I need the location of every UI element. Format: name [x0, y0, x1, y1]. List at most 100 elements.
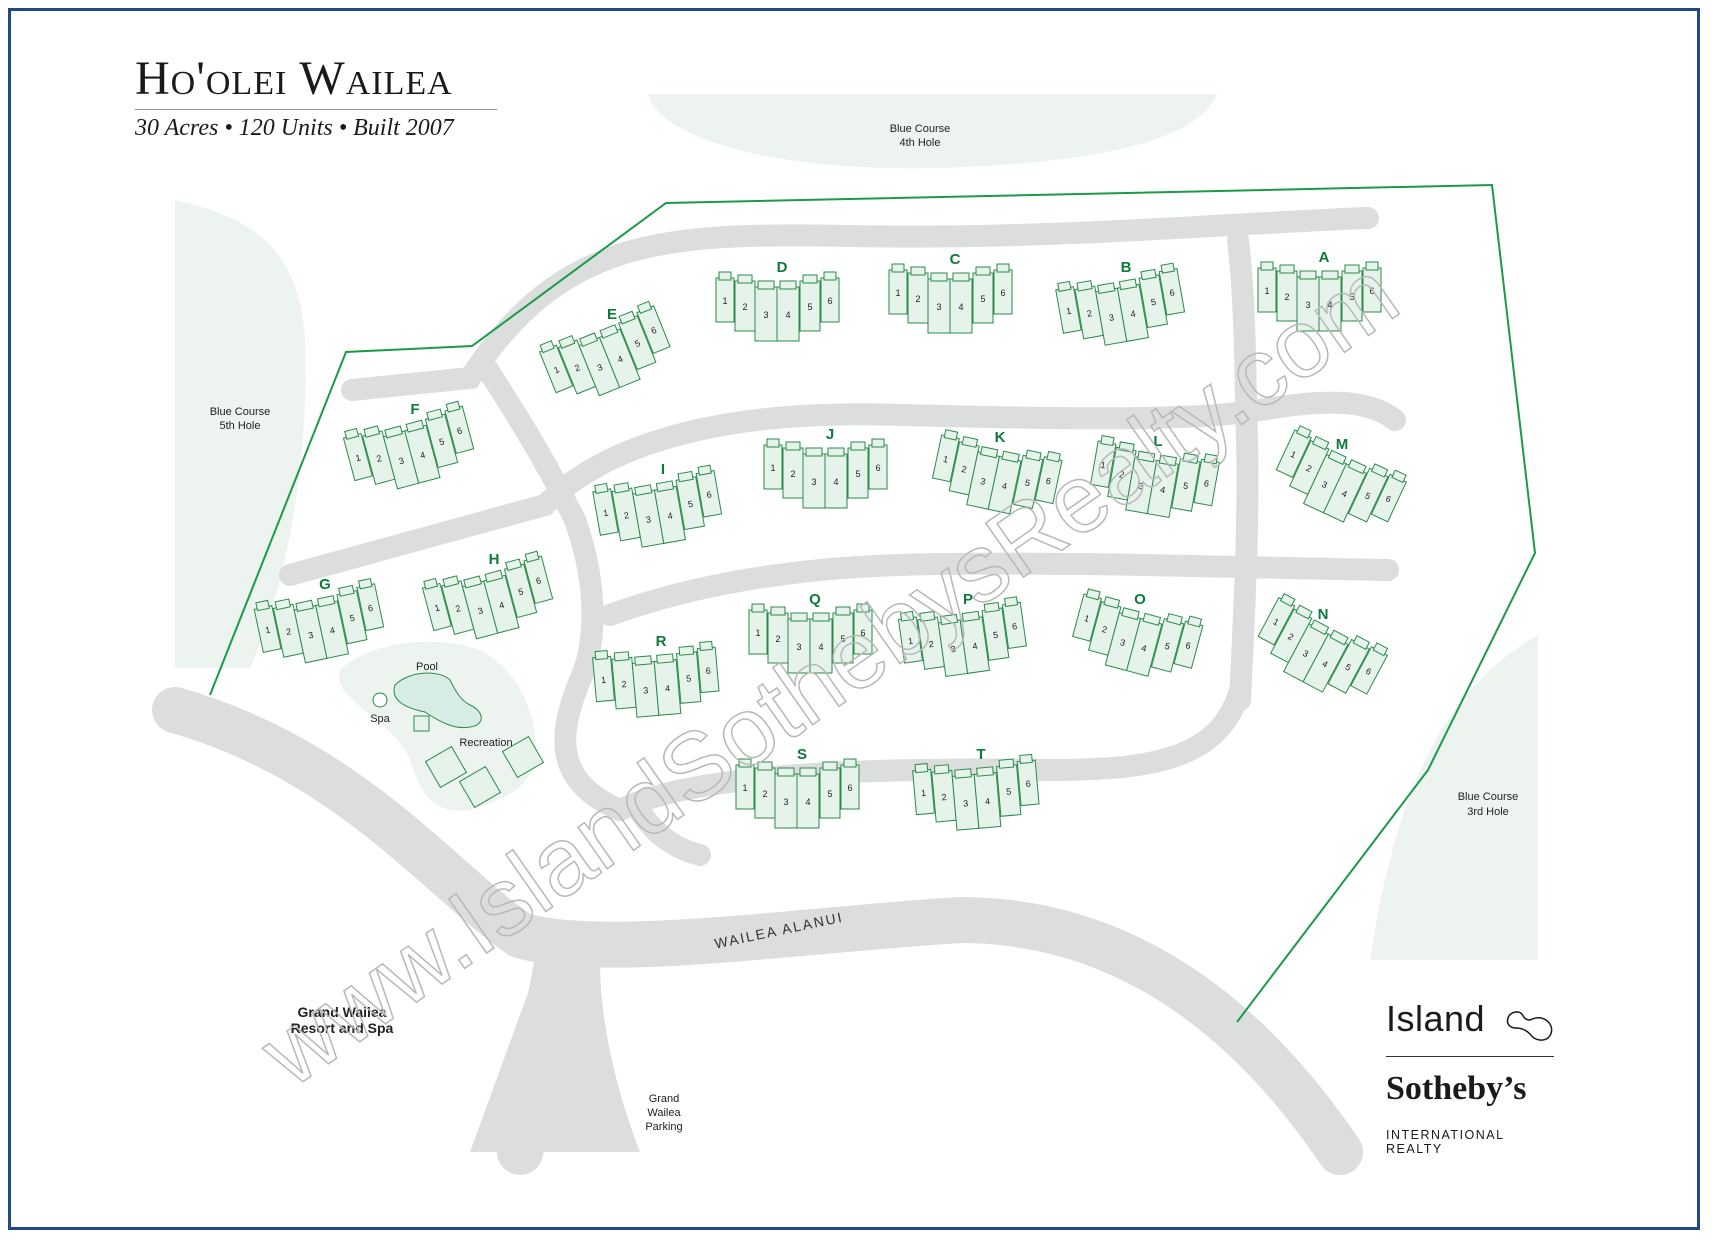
- unit-number: 3: [796, 642, 801, 652]
- unit-number: 4: [958, 302, 963, 312]
- unit-roof: [636, 300, 653, 314]
- unit-roof: [1019, 753, 1033, 764]
- label-blue5-line2: 5th Hole: [220, 420, 261, 432]
- rec-building-2: [458, 765, 502, 809]
- unit-roof: [799, 767, 817, 777]
- unit-number: 5: [840, 634, 845, 644]
- unit-roof: [766, 438, 780, 448]
- unit-number: 6: [1011, 621, 1017, 632]
- unit-roof: [1142, 612, 1162, 626]
- unit-number: 3: [645, 514, 652, 525]
- unit-number: 1: [1100, 460, 1107, 471]
- page-title: Ho'olei Wailea: [135, 52, 453, 105]
- unit-roof: [779, 280, 797, 290]
- unit-roof: [699, 640, 713, 651]
- unit-number: 3: [783, 797, 788, 807]
- unit-roof: [954, 768, 972, 779]
- unit-number: 2: [1284, 292, 1289, 302]
- unit-roof: [1057, 280, 1072, 292]
- unit-roof: [505, 558, 522, 572]
- unit-number: 1: [264, 625, 271, 636]
- unit-number: 1: [1264, 286, 1269, 296]
- unit-number: 4: [665, 683, 671, 693]
- unit-number: 2: [1086, 308, 1093, 319]
- label-parking-line3: Parking: [645, 1121, 682, 1133]
- label-resort-line1: Grand Wailea: [298, 1004, 387, 1020]
- unit-number: 3: [1320, 479, 1329, 490]
- unit-number: 2: [915, 294, 920, 304]
- unit-roof: [1329, 629, 1349, 646]
- building-letter: A: [1319, 249, 1330, 266]
- unit-number: 5: [1164, 641, 1171, 652]
- unit-number: 2: [790, 469, 795, 479]
- unit-roof: [358, 577, 373, 590]
- unit-number: 6: [1045, 476, 1052, 487]
- building-letter: S: [797, 746, 807, 763]
- unit-roof: [426, 408, 443, 422]
- golf-area-3rd-hole: [1370, 635, 1538, 960]
- unit-roof: [255, 599, 270, 612]
- unit-roof: [790, 612, 808, 622]
- unit-roof: [952, 272, 970, 282]
- unit-roof: [338, 584, 355, 597]
- unit-number: 3: [1305, 300, 1310, 310]
- unit-number: 3: [643, 685, 649, 695]
- roads: [152, 207, 1406, 1175]
- unit-number: 6: [1203, 478, 1210, 489]
- unit-number: 5: [827, 789, 832, 799]
- unit-number: 3: [950, 644, 956, 655]
- unit-roof: [871, 438, 885, 448]
- unit-number: 6: [847, 783, 852, 793]
- unit-roof: [558, 334, 576, 349]
- unit-roof: [979, 446, 999, 459]
- unit-number: 6: [456, 425, 463, 436]
- building-letter: M: [1336, 436, 1349, 453]
- unit-number: 6: [1369, 286, 1374, 296]
- unit-number: 6: [1364, 666, 1373, 677]
- unit-roof: [1158, 454, 1178, 467]
- unit-number: 3: [763, 310, 768, 320]
- unit-roof: [613, 482, 630, 494]
- unit-number: 5: [438, 436, 445, 447]
- unit-roof: [1372, 642, 1389, 657]
- unit-number: 5: [1024, 477, 1031, 488]
- golf-areas: [175, 94, 1538, 960]
- logo-rule: [1386, 1056, 1554, 1057]
- unit-number: 6: [705, 666, 711, 676]
- unit-roof: [900, 610, 915, 622]
- unit-roof: [1103, 596, 1121, 609]
- unit-roof: [751, 603, 765, 613]
- unit-number: 2: [775, 634, 780, 644]
- unit-roof: [655, 480, 675, 493]
- unit-roof: [423, 577, 439, 590]
- unit-roof: [1118, 278, 1138, 291]
- unit-number: 6: [1384, 493, 1393, 504]
- unit-roof: [757, 280, 775, 290]
- unit-number: 1: [601, 675, 607, 685]
- unit-roof: [737, 274, 753, 284]
- unit-number: 3: [1138, 481, 1145, 492]
- unit-roof: [856, 603, 870, 613]
- title-rule: [135, 109, 497, 110]
- unit-roof: [961, 435, 979, 448]
